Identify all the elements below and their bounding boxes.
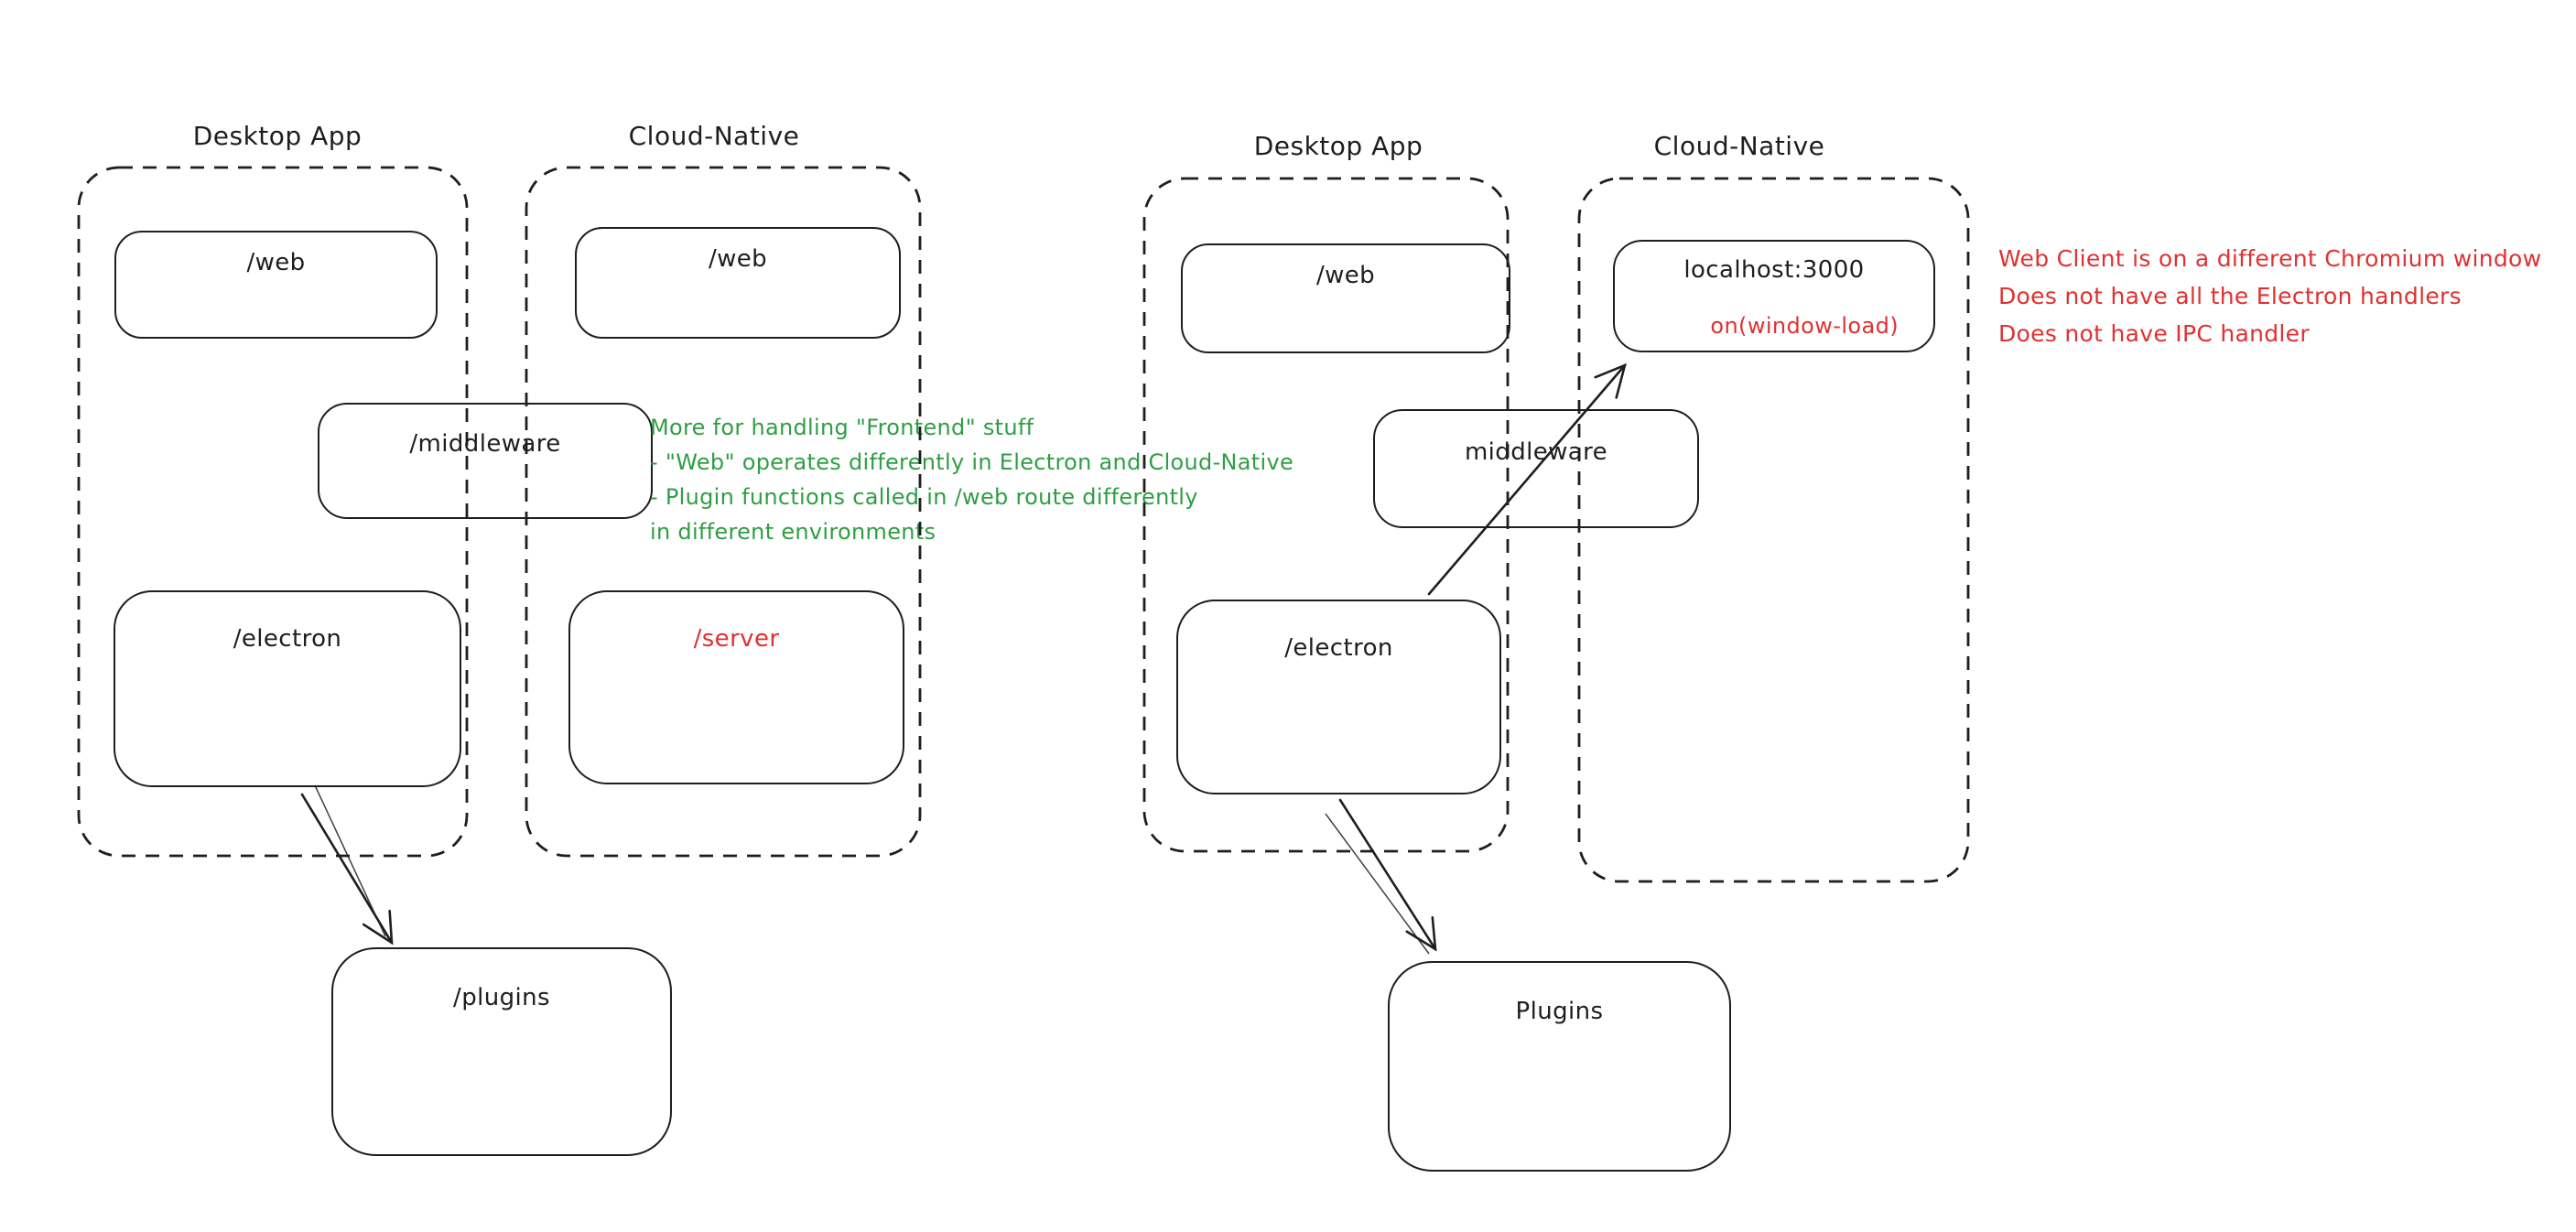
right-web-label: /web xyxy=(1315,262,1376,289)
arrow-right-electron-to-plugins xyxy=(1338,798,1437,952)
left-server-label: /server xyxy=(693,625,780,653)
arrow-left-electron-to-plugins xyxy=(300,793,394,946)
arrow-left-electron-to-plugins xyxy=(314,784,386,937)
right-plugins-label: Plugins xyxy=(1515,998,1604,1025)
left-electron-box: /electron xyxy=(114,590,461,787)
right-localhost-label: localhost:3000 xyxy=(1683,256,1865,284)
left-middleware-label: /middleware xyxy=(409,430,561,458)
web-client-note-line: Does not have IPC handler xyxy=(1998,320,2310,347)
left-web-cloud-label: /web xyxy=(708,245,768,273)
left-cloud-native-title: Cloud-Native xyxy=(628,121,800,151)
right-middleware-box: middleware xyxy=(1373,409,1699,528)
left-web-cloud-box: /web xyxy=(575,227,901,339)
right-web-box: /web xyxy=(1181,243,1510,353)
frontend-note-line: More for handling "Frontend" stuff xyxy=(650,415,1034,440)
right-electron-label: /electron xyxy=(1284,634,1393,662)
right-middleware-label: middleware xyxy=(1464,438,1608,466)
left-electron-label: /electron xyxy=(233,625,342,653)
left-middleware-box: /middleware xyxy=(318,403,653,519)
right-localhost-box: localhost:3000 on(window-load) xyxy=(1613,240,1935,352)
right-cloud-native-title: Cloud-Native xyxy=(1653,131,1825,161)
right-window-load-label: on(window-load) xyxy=(1710,313,1899,339)
frontend-note-line: - "Web" operates differently in Electron… xyxy=(650,449,1294,475)
web-client-note: Web Client is on a different Chromium wi… xyxy=(1998,240,2541,352)
right-desktop-app-title: Desktop App xyxy=(1253,131,1423,161)
left-web-desktop-label: /web xyxy=(246,249,306,276)
right-electron-box: /electron xyxy=(1176,600,1501,794)
right-plugins-box: Plugins xyxy=(1388,961,1731,1172)
frontend-note-line: - Plugin functions called in /web route … xyxy=(650,484,1198,510)
left-plugins-box: /plugins xyxy=(331,947,672,1156)
frontend-note-line: in different environments xyxy=(650,519,936,545)
arrow-right-electron-to-plugins xyxy=(1325,813,1430,955)
left-web-desktop-box: /web xyxy=(114,231,438,339)
left-server-box: /server xyxy=(568,590,904,784)
frontend-note: More for handling "Frontend" stuff - "We… xyxy=(650,410,1293,549)
left-desktop-app-title: Desktop App xyxy=(192,121,363,151)
web-client-note-line: Web Client is on a different Chromium wi… xyxy=(1998,245,2542,272)
web-client-note-line: Does not have all the Electron handlers xyxy=(1998,283,2462,309)
left-plugins-label: /plugins xyxy=(453,984,550,1011)
